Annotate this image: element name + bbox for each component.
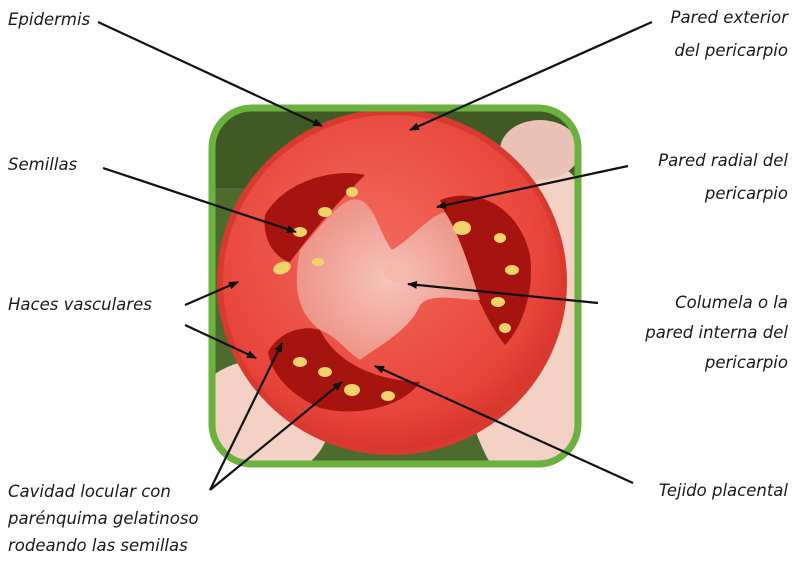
label-pared-exterior: Pared exterior del pericarpio: [671, 5, 789, 64]
label-tejido-placental: Tejido placental: [659, 478, 788, 504]
label-cavidad-locular: Cavidad locular con parénquima gelatinos…: [8, 479, 199, 559]
columella: [384, 262, 412, 282]
label-columela: Columela o la pared interna del pericarp…: [645, 290, 788, 376]
label-semillas: Semillas: [8, 152, 77, 178]
label-pared-radial: Pared radial del pericarpio: [658, 148, 788, 207]
label-epidermis: Epidermis: [8, 7, 90, 33]
arrow-epidermis: [98, 22, 322, 126]
label-haces-vasculares: Haces vasculares: [8, 292, 152, 318]
